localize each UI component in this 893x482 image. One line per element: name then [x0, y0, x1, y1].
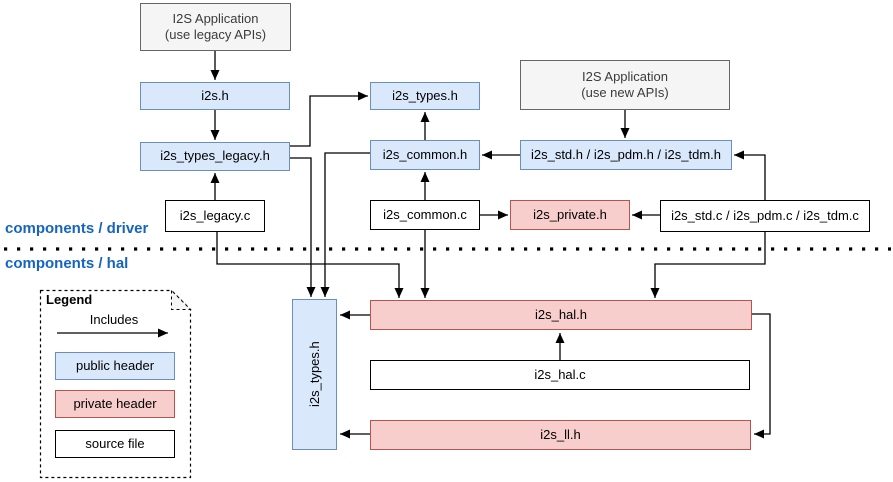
- edge-i2s-types-legacy-h-to-i2s-types-h: [290, 91, 368, 147]
- legend-includes-label: Includes: [89, 312, 139, 327]
- hal-layer-label: components / hal: [5, 255, 129, 272]
- node-i2s-common-h: i2s_common.h: [370, 140, 480, 170]
- driver-layer-label: components / driver: [5, 220, 149, 237]
- node-i2s-private-h: i2s_private.h: [510, 200, 630, 230]
- node-i2s-ll-h: i2s_ll.h: [370, 420, 751, 450]
- legend-title: Legend: [46, 292, 93, 307]
- app-legacy-line1: I2S Application: [172, 10, 259, 26]
- legend-item-public-header: public header: [55, 352, 175, 380]
- edge-i2s-std-c-to-i2s-hal-h: [650, 232, 766, 298]
- node-i2s-hal-h: i2s_hal.h: [370, 300, 752, 330]
- node-i2s-h: i2s.h: [140, 82, 290, 110]
- node-i2s-std-pdm-tdm-h: i2s_std.h / i2s_pdm.h / i2s_tdm.h: [520, 140, 732, 170]
- app-legacy-line2: (use legacy APIs): [164, 27, 267, 42]
- node-i2s-std-pdm-tdm-c: i2s_std.c / i2s_pdm.c / i2s_tdm.c: [660, 200, 870, 232]
- edge-i2s-legacy-c-to-i2s-hal-h: [216, 232, 404, 298]
- edge-i2s-hal-h-to-i2s-ll-h: [752, 313, 771, 439]
- node-i2s-legacy-c: i2s_legacy.c: [165, 200, 265, 232]
- node-i2s-common-c: i2s_common.c: [370, 200, 480, 230]
- app-new-line1: I2S Application: [581, 68, 668, 84]
- edge-i2s-common-h-to-hal-i2s-types-h: [320, 152, 370, 297]
- node-i2s-types-h: i2s_types.h: [370, 82, 480, 110]
- node-i2s-application-new: I2S Application (use new APIs): [520, 60, 730, 110]
- node-i2s-hal-c: i2s_hal.c: [370, 360, 750, 390]
- edge-i2s-std-c-to-i2s-std-h: [734, 150, 766, 200]
- node-hal-i2s-types-h: i2s_types.h: [292, 299, 337, 450]
- legend-item-source-file: source file: [55, 430, 175, 458]
- node-i2s-application-legacy: I2S Application (use legacy APIs): [140, 3, 291, 51]
- legend-item-private-header: private header: [55, 390, 175, 418]
- edge-i2s-types-legacy-h-to-hal-i2s-types-h: [290, 157, 316, 297]
- legend-fold-corner: [171, 289, 192, 310]
- app-new-line2: (use new APIs): [581, 85, 669, 100]
- node-i2s-types-legacy-h: i2s_types_legacy.h: [140, 142, 290, 171]
- hal-i2s-types-h-label: i2s_types.h: [306, 341, 322, 408]
